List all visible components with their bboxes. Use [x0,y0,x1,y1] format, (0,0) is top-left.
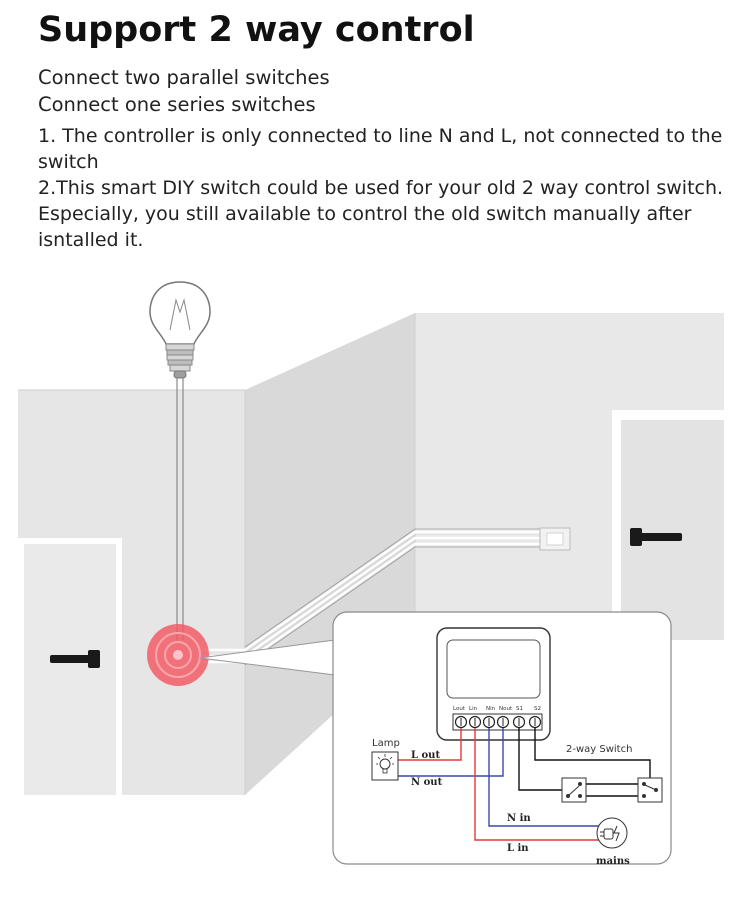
door-handle-icon [50,650,100,668]
switch-icon [561,777,587,803]
terminal-label-s1: S1 [516,706,523,712]
page-title: Support 2 way control [38,10,475,50]
l-in-label: L in [507,843,529,854]
door-handle-icon [630,528,682,546]
terminal-label-nout: Nout [499,706,513,712]
wiring-lines [396,728,651,841]
wall-switch-icon [539,527,571,551]
right-door [612,410,724,640]
terminal-label-lin: Lin [469,706,478,712]
two-way-switch-label: 2-way Switch [566,744,632,755]
n-out-label: N out [411,777,443,788]
terminal-label-s2: S2 [534,706,541,712]
mains-label: mains [596,856,630,867]
controller-highlight [147,624,209,686]
terminal-label-nin: Nin [486,706,496,712]
bulb-wires [176,378,184,640]
l-out-label: L out [411,750,440,761]
note-1: 1. The controller is only connected to l… [38,125,723,173]
n-in-label: N in [507,813,531,824]
note-2: 2.This smart DIY switch could be used fo… [38,177,724,251]
left-door [18,538,122,795]
terminal-label-lout: Lout [453,706,466,712]
subtitle-series: Connect one series switches [38,93,316,116]
switch-icon [637,777,663,803]
light-bulb-icon [149,281,211,379]
lamp-label: Lamp [372,738,400,749]
smart-switch-module: Lout Lin Nin Nout S1 S2 [436,627,551,741]
mains-plug-icon [596,817,628,849]
lamp-icon [371,751,399,781]
subtitle-parallel: Connect two parallel switches [38,66,330,89]
